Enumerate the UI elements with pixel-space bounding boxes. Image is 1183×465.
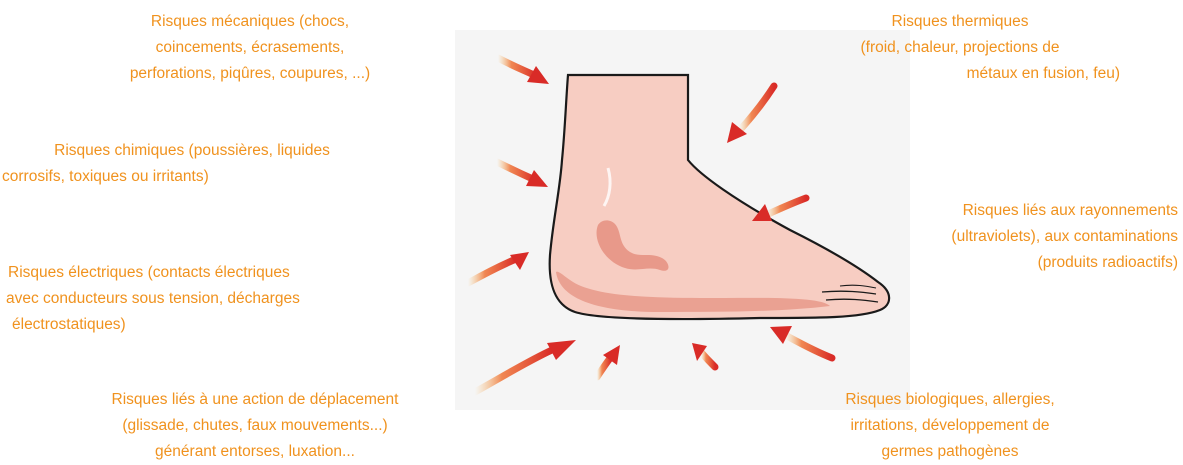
label-line: (produits radioactifs) (880, 250, 1178, 276)
label-line: (ultraviolets), aux contaminations (880, 224, 1178, 250)
label-line: (froid, chaleur, projections de (800, 35, 1120, 61)
label-line: germes pathogènes (790, 439, 1110, 465)
label-risques-mecaniques: Risques mécaniques (chocs, coincements, … (40, 9, 460, 87)
label-risques-electriques: Risques électriques (contacts électrique… (8, 260, 300, 338)
label-risques-thermiques: Risques thermiques (froid, chaleur, proj… (800, 9, 1120, 87)
label-risques-rayonnements: Risques liés aux rayonnements (ultraviol… (880, 198, 1178, 276)
label-line: corrosifs, toxiques ou irritants) (2, 164, 382, 190)
label-line: irritations, développement de (790, 413, 1110, 439)
label-line: Risques thermiques (800, 9, 1120, 35)
label-line: Risques chimiques (poussières, liquides (2, 138, 382, 164)
label-line: Risques mécaniques (chocs, (40, 9, 460, 35)
label-line: coincements, écrasements, (40, 35, 460, 61)
label-line: avec conducteurs sous tension, décharges (6, 286, 300, 312)
label-line: Risques liés à une action de déplacement (60, 387, 450, 413)
label-risques-biologiques: Risques biologiques, allergies, irritati… (790, 387, 1110, 465)
label-line: (glissade, chutes, faux mouvements...) (60, 413, 450, 439)
label-risques-deplacement: Risques liés à une action de déplacement… (60, 387, 450, 465)
label-line: Risques électriques (contacts électrique… (8, 260, 300, 286)
label-line: perforations, piqûres, coupures, ...) (40, 61, 460, 87)
label-line: électrostatiques) (12, 312, 300, 338)
label-risques-chimiques: Risques chimiques (poussières, liquides … (2, 138, 382, 190)
label-line: Risques biologiques, allergies, (790, 387, 1110, 413)
label-line: métaux en fusion, feu) (800, 61, 1120, 87)
label-line: générant entorses, luxation... (60, 439, 450, 465)
label-line: Risques liés aux rayonnements (880, 198, 1178, 224)
